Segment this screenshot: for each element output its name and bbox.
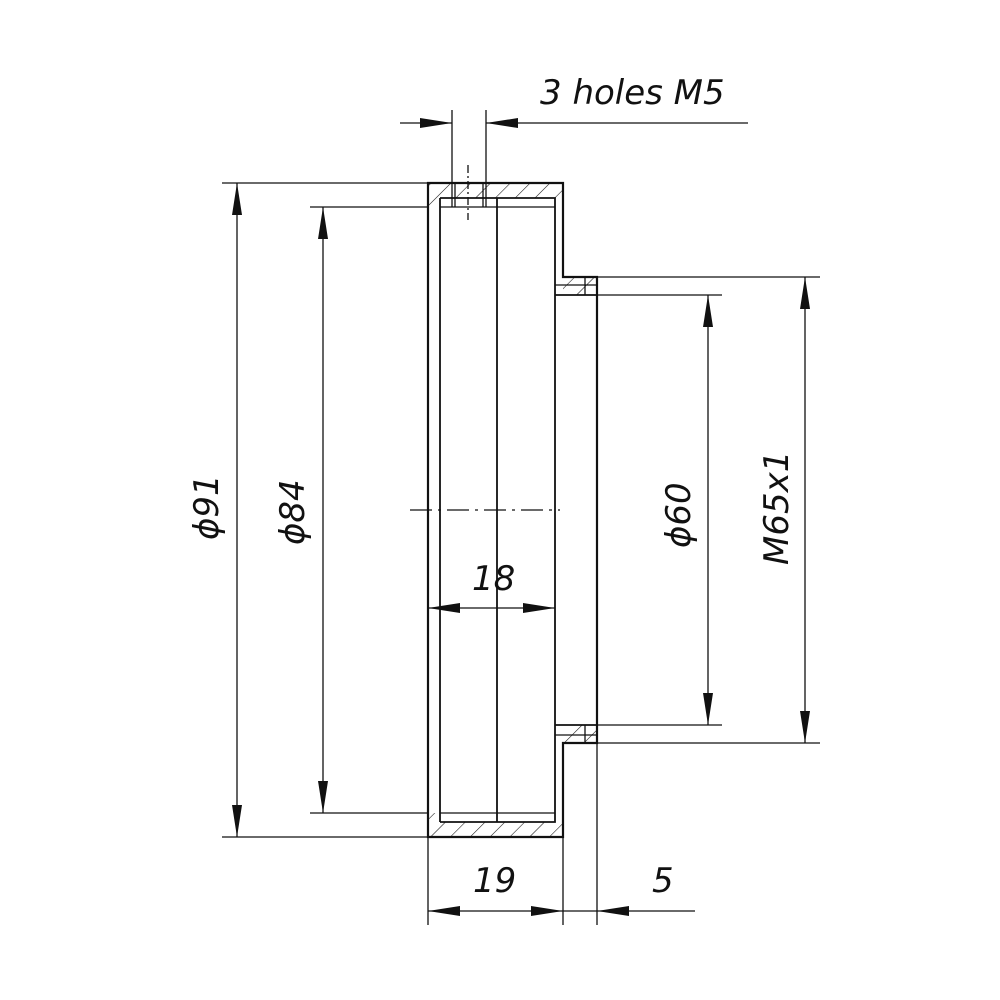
label-inner-diameter: ϕ60 bbox=[659, 482, 699, 548]
hatch-top-spigot bbox=[563, 277, 597, 295]
holes-callout: 3 holes M5 bbox=[400, 73, 748, 183]
label-thread: M65x1 bbox=[757, 451, 797, 565]
label-outer-diameter: ϕ91 bbox=[187, 474, 227, 540]
dim-spigot-length: 5 bbox=[563, 743, 695, 925]
dim-bore-depth: 18 bbox=[428, 559, 555, 613]
label-bore-diameter: ϕ84 bbox=[273, 479, 313, 545]
dim-bore-diameter: ϕ84 bbox=[273, 206, 428, 814]
hatch-bottom-spigot bbox=[563, 725, 597, 743]
hole-m5 bbox=[451, 165, 487, 220]
label-bore-depth: 18 bbox=[472, 559, 515, 599]
dim-inner-diameter: ϕ60 bbox=[597, 294, 722, 726]
dim-body-length: 19 bbox=[427, 837, 564, 925]
label-body-length: 19 bbox=[473, 861, 516, 901]
holes-note: 3 holes M5 bbox=[540, 73, 725, 113]
dim-thread: M65x1 bbox=[597, 276, 820, 744]
label-spigot-length: 5 bbox=[652, 861, 674, 901]
dim-outer-diameter: ϕ91 bbox=[187, 182, 428, 838]
part-section bbox=[410, 165, 599, 839]
